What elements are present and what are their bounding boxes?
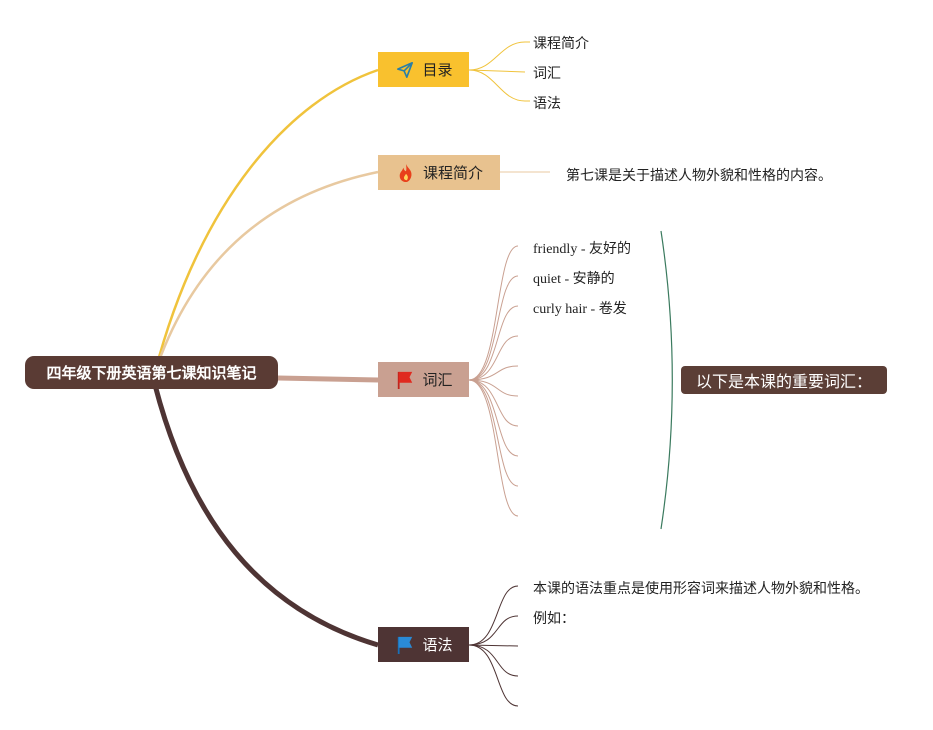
grammar-example[interactable]: 例如： [533,611,575,627]
grammar-point[interactable]: 本课的语法重点是使用形容词来描述人物外貌和性格。 [533,581,869,597]
toc-item-intro[interactable]: 课程简介 [533,36,589,52]
toc-item-grammar[interactable]: 语法 [533,96,561,112]
branch-vocab-label: 词汇 [422,371,453,389]
branch-intro-label: 课程简介 [422,164,483,182]
vocab-item-curly-hair[interactable]: curly hair - 卷发 [533,302,627,317]
vocab-item-quiet[interactable]: quiet - 安静的 [533,272,615,287]
branch-grammar-label: 语法 [422,636,453,654]
branch-grammar[interactable]: 语法 [378,627,469,662]
vocab-summary-text: 以下是本课的重要词汇： [695,372,872,391]
blue-flag-icon [394,634,416,656]
branch-toc-label: 目录 [422,61,453,79]
branch-vocab[interactable]: 词汇 [378,362,469,397]
branch-toc[interactable]: 目录 [378,52,469,87]
root-topic[interactable]: 四年级下册英语第七课知识笔记 [25,356,278,389]
toc-item-vocab[interactable]: 词汇 [533,66,561,82]
intro-text[interactable]: 第七课是关于描述人物外貌和性格的内容。 [566,168,832,184]
fire-icon [395,162,417,184]
paper-plane-icon [394,59,416,81]
vocab-item-friendly[interactable]: friendly - 友好的 [533,242,631,257]
branch-intro[interactable]: 课程简介 [378,155,500,190]
red-flag-icon [394,369,416,391]
root-title: 四年级下册英语第七课知识笔记 [46,364,257,382]
vocab-summary[interactable]: 以下是本课的重要词汇： [681,366,887,394]
